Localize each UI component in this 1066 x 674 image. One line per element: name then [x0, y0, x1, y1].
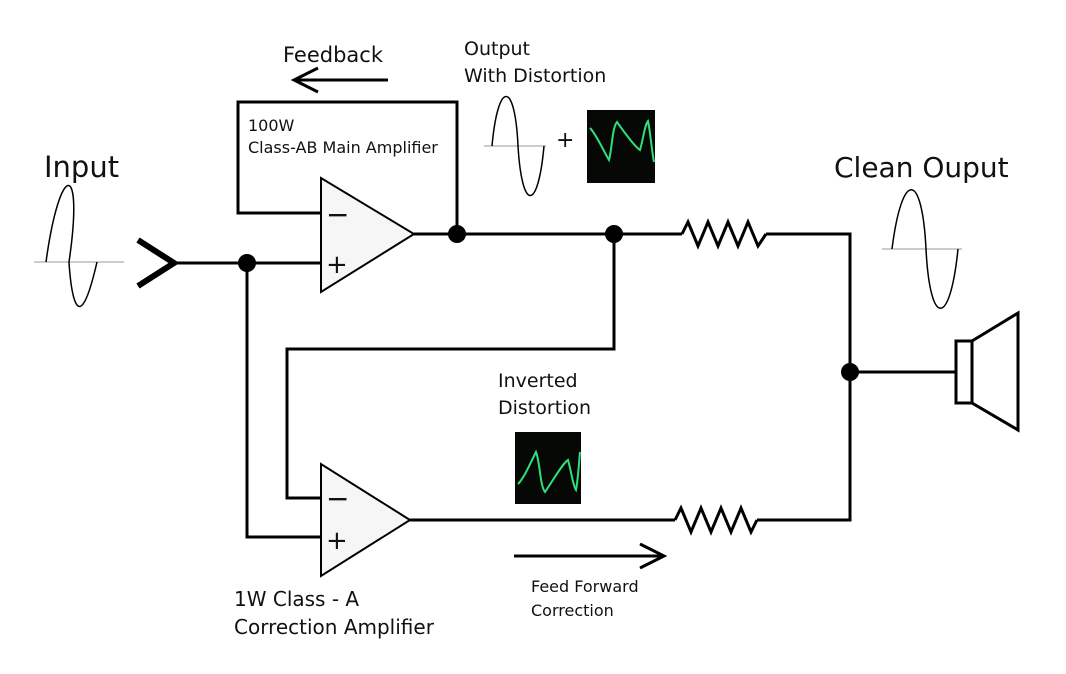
clean-output-sine-wave-icon [882, 189, 962, 309]
arrow-right-icon [514, 542, 668, 570]
main-amp-minus-input: − [326, 198, 349, 231]
plus-sign: + [556, 128, 574, 153]
input-junction [238, 254, 256, 272]
correction-amp-label-line1: 1W Class - A [234, 587, 359, 611]
summing-junction [841, 363, 859, 381]
correction-amp-minus-input: − [326, 482, 349, 515]
main-amp-plus-input: + [326, 250, 348, 280]
output-sine-wave-icon [484, 96, 546, 196]
correction-amp-label-line2: Correction Amplifier [234, 615, 435, 639]
output-distortion-scope-icon [587, 110, 655, 183]
arrow-left-icon [290, 66, 388, 94]
main-path-resistor-icon [680, 218, 768, 250]
input-label: Input [44, 150, 119, 184]
input-to-correction-wire [245, 263, 322, 539]
output-junction [448, 225, 466, 243]
sample-junction [605, 225, 623, 243]
inverted-distortion-label-line2: Distortion [498, 397, 591, 419]
inverted-distortion-label-line1: Inverted [498, 370, 578, 392]
correction-amplifier: − + [320, 462, 412, 578]
correction-amp-plus-input: + [326, 526, 348, 556]
feedback-label: Feedback [283, 43, 384, 67]
feed-forward-label-line2: Correction [531, 601, 614, 620]
inverted-distortion-scope-icon [515, 432, 581, 504]
speaker-icon [954, 310, 1020, 433]
input-sine-wave-icon [34, 184, 124, 308]
distortion-sample-wire [285, 234, 616, 500]
clean-output-label: Clean Ouput [834, 151, 1009, 184]
feedback-wire [236, 100, 459, 234]
correction-path-resistor-icon [673, 504, 759, 536]
output-label-line2: With Distortion [464, 65, 606, 87]
output-label-line1: Output [464, 38, 530, 60]
main-amplifier: − + [320, 176, 416, 294]
feed-forward-label-line1: Feed Forward [531, 577, 639, 596]
main-amp-label-line2: Class-AB Main Amplifier [248, 138, 438, 157]
upper-resistor-to-node-wire [757, 232, 852, 522]
main-amp-label-line1: 100W [248, 116, 295, 135]
input-connector-icon [136, 237, 180, 289]
